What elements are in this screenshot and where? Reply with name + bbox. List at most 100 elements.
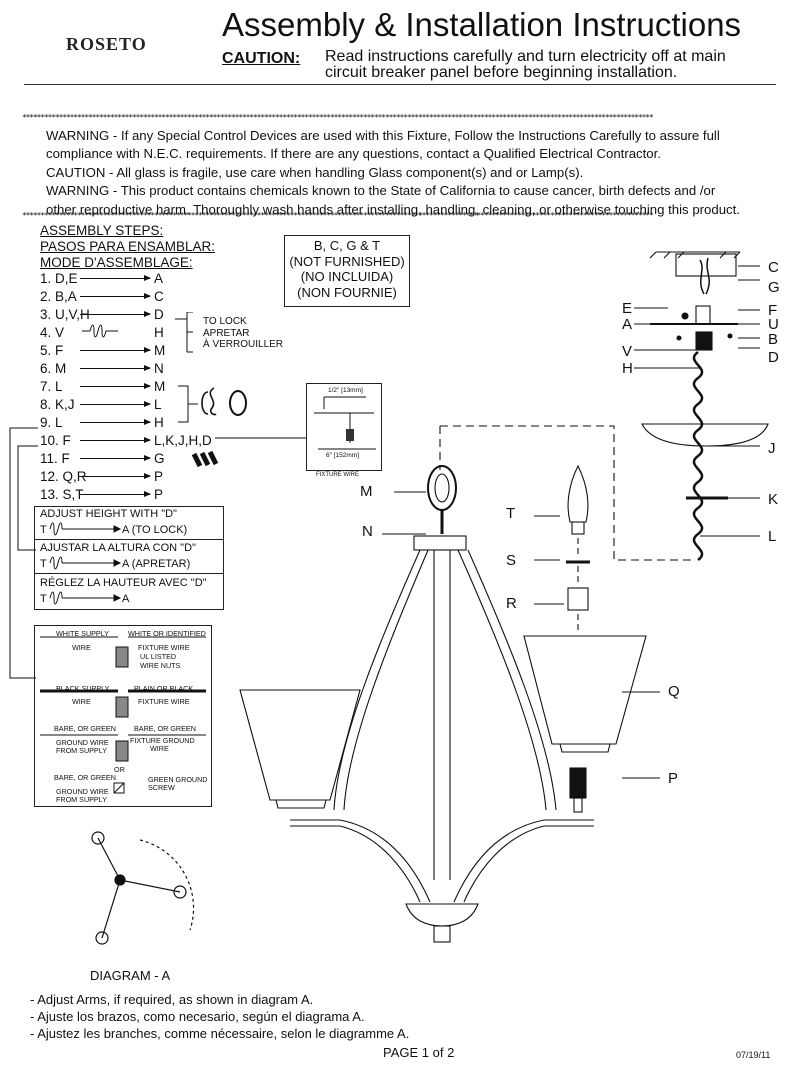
- arm-instructions: - Adjust Arms, if required, as shown in …: [30, 991, 409, 1042]
- caution-text: Read instructions carefully and turn ele…: [325, 49, 726, 81]
- part-label-s: S: [506, 552, 517, 569]
- part-label-c: C: [768, 259, 779, 276]
- caution-label: CAUTION:: [222, 50, 301, 67]
- divider: [34, 573, 224, 574]
- wire-label: GROUND WIRE: [56, 787, 109, 796]
- adjust-height-box: [34, 506, 224, 610]
- wire-label: WHITE SUPPLY: [56, 629, 109, 638]
- part-label-a: A: [622, 316, 633, 333]
- revision-date: 07/19/11: [736, 1050, 771, 1060]
- wire-label: BARE, OR GREEN: [54, 773, 116, 782]
- wire-label: WIRE NUTS: [140, 661, 181, 670]
- wire-label: WIRE: [72, 697, 91, 706]
- steps-heading-es: PASOS PARA ENSAMBLAR:: [40, 239, 216, 254]
- adjust-es-a: A (APRETAR): [122, 558, 191, 570]
- part-label-g: G: [768, 279, 780, 296]
- warning-line: WARNING - This product contains chemical…: [46, 183, 716, 199]
- adjust-en-title: ADJUST HEIGHT WITH "D": [40, 508, 177, 520]
- wire-label: GREEN GROUND: [148, 775, 208, 784]
- adjust-en-t: T: [40, 524, 47, 536]
- step-bracket-lines: [9, 427, 38, 679]
- wire-label: SCREW: [148, 783, 175, 792]
- instruction-line: - Adjust Arms, if required, as shown in …: [30, 992, 314, 1007]
- wire-label: PLAIN OR BLACK: [134, 684, 194, 693]
- part-label-v: V: [622, 343, 633, 360]
- part-label-f: F: [768, 302, 778, 319]
- steps-heading-en: ASSEMBLY STEPS:: [40, 223, 164, 238]
- fixture-wire-box: [306, 383, 382, 471]
- part-label-t: T: [506, 505, 516, 522]
- wire-label: BARE, OR GREEN: [134, 724, 196, 733]
- wire-label: BLACK SUPPLY: [56, 684, 110, 693]
- wire-label: OR: [114, 765, 125, 774]
- part-label-m: M: [360, 483, 373, 500]
- page-title: Assembly & Installation Instructions: [222, 6, 742, 43]
- wire-label: FIXTURE WIRE: [138, 697, 190, 706]
- wire-label: WIRE: [150, 744, 169, 753]
- fixture-illustration: [239, 251, 769, 943]
- dimension-label: 6" [152mm]: [326, 452, 360, 459]
- part-label-p: P: [668, 770, 679, 787]
- star-divider-top: ****************************************…: [22, 113, 654, 122]
- part-label-n: N: [362, 523, 373, 540]
- dimension-label: 1/2" [13mm]: [328, 387, 363, 394]
- part-label-h: H: [622, 360, 633, 377]
- page-number: PAGE 1 of 2: [383, 1045, 455, 1060]
- caution-line-2: circuit breaker panel before beginning i…: [325, 64, 678, 81]
- adjust-es-t: T: [40, 558, 47, 570]
- wire-label: WIRE: [72, 643, 91, 652]
- warnings-block: WARNING - If any Special Control Devices…: [46, 127, 776, 219]
- steps-heading-fr: MODE D'ASSEMBLAGE:: [40, 255, 193, 270]
- wire-label: FIXTURE GROUND: [130, 736, 195, 745]
- part-label-b: B: [768, 331, 779, 348]
- part-label-d: D: [768, 349, 779, 366]
- wire-label: UL LISTED: [140, 652, 177, 661]
- caution-line-1: Read instructions carefully and turn ele…: [325, 48, 726, 65]
- part-label-u: U: [768, 316, 779, 333]
- diagram-a-label: DIAGRAM - A: [90, 968, 171, 983]
- instruction-line: - Ajuste los brazos, como necesario, seg…: [30, 1009, 365, 1024]
- adjust-fr-title: RÉGLEZ LA HAUTEUR AVEC "D": [40, 577, 207, 589]
- part-label-k: K: [768, 491, 779, 508]
- fixture-wire-diagram: [314, 396, 376, 450]
- part-label-r: R: [506, 595, 517, 612]
- connector-line: [215, 437, 307, 439]
- warning-line: CAUTION - All glass is fragile, use care…: [46, 164, 584, 180]
- star-divider-bottom: ****************************************…: [22, 211, 654, 220]
- instruction-line: - Ajustez les branches, comme nécessaire…: [30, 1026, 410, 1041]
- wiring-lines: [40, 636, 206, 794]
- header-divider: [24, 84, 776, 85]
- part-label-q: Q: [668, 683, 680, 700]
- divider: [34, 539, 224, 540]
- wire-nut-icon: [192, 450, 219, 468]
- lock-bracket: [175, 312, 193, 353]
- wiring-diagram-box: [34, 625, 212, 807]
- adjust-fr-t: T: [40, 593, 47, 605]
- wire-label: FROM SUPPLY: [56, 795, 107, 804]
- arm-adjust-diagram: [91, 831, 195, 945]
- warning-line: other reproductive harm. Thoroughly wash…: [46, 201, 740, 217]
- not-furnished-box: B, C, G & T(NOT FURNISHED)(NO INCLUIDA)(…: [284, 235, 410, 307]
- wire-label: FIXTURE WIRE: [138, 643, 190, 652]
- part-label-e: E: [622, 300, 633, 317]
- wire-label: FROM SUPPLY: [56, 746, 107, 755]
- coil-icon: [82, 324, 118, 338]
- wire-label: WHITE OR IDENTIFIED: [128, 629, 206, 638]
- part-label-l: L: [768, 528, 777, 545]
- adjust-en-a: A (TO LOCK): [122, 524, 188, 536]
- adjust-fr-a: A: [122, 593, 130, 605]
- fixture-wire-label: FIXTURE WIRE: [316, 472, 359, 478]
